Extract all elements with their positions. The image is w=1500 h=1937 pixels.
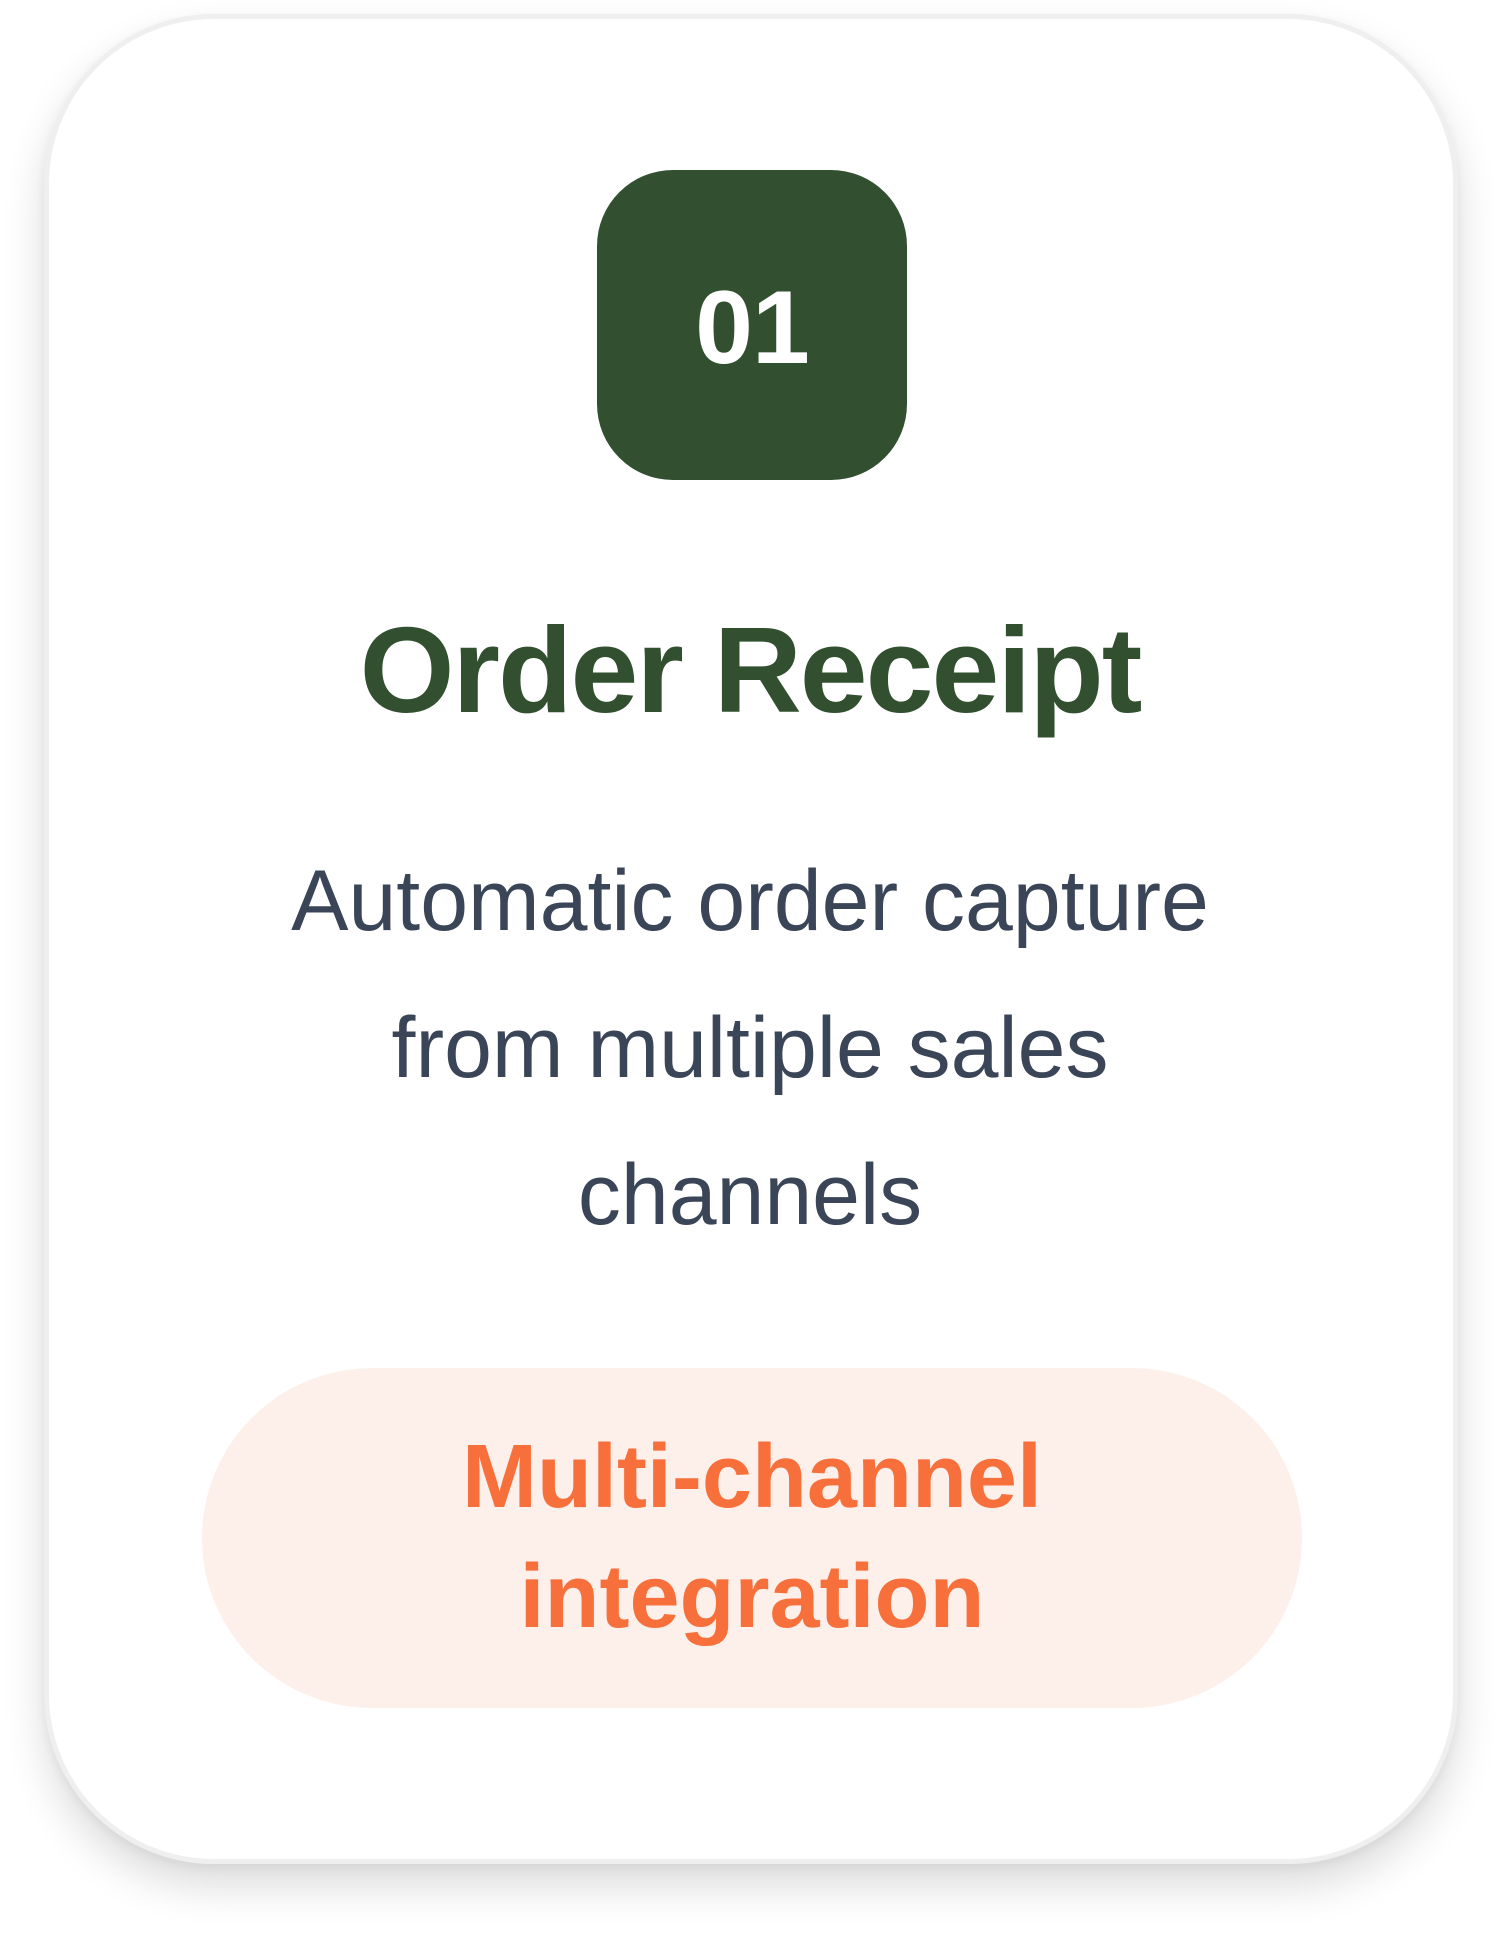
card-description: Automatic order capture from multiple sa… xyxy=(291,853,1209,1243)
feature-tag-label: Multi-channel integration xyxy=(462,1427,1042,1647)
feature-tag: Multi-channel integration xyxy=(202,1368,1302,1708)
step-number: 01 xyxy=(695,270,810,386)
card-title: Order Receipt xyxy=(359,602,1143,738)
step-badge: 01 xyxy=(597,170,907,480)
